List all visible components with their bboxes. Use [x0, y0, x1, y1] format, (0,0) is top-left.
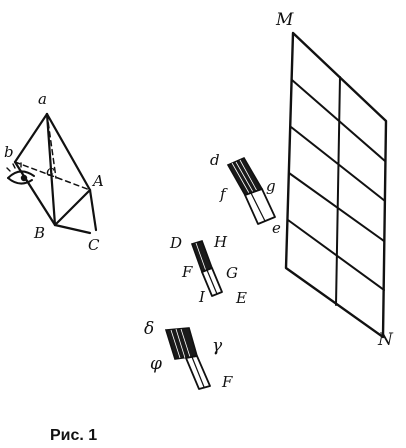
- label-A: A: [91, 172, 104, 190]
- strip-bottom: [164, 327, 211, 390]
- label-b: b: [4, 143, 14, 161]
- label-B: B: [33, 224, 45, 242]
- label-E: E: [235, 289, 247, 307]
- label-C: C: [88, 236, 100, 254]
- label-phi: φ: [150, 354, 162, 374]
- label-g: g: [266, 177, 276, 195]
- label-N: N: [377, 330, 394, 350]
- label-M: M: [275, 10, 294, 30]
- label-gamma: γ: [212, 336, 223, 356]
- label-d: d: [210, 151, 220, 169]
- screen-grid: [284, 31, 388, 339]
- strip-middle: [190, 240, 223, 297]
- label-delta: δ: [144, 319, 154, 339]
- label-a: a: [38, 90, 47, 108]
- label-D: D: [169, 234, 182, 252]
- label-F-mid: F: [181, 263, 193, 281]
- label-c: c: [46, 162, 55, 180]
- label-H: H: [213, 233, 228, 251]
- label-e: e: [272, 219, 281, 237]
- label-I: I: [198, 288, 206, 306]
- prism: [13, 112, 98, 235]
- label-F-bottom: F: [221, 373, 233, 391]
- label-f: f: [219, 185, 228, 203]
- label-G: G: [226, 264, 238, 282]
- eye-icon: [6, 162, 35, 185]
- strip-top: [226, 156, 276, 225]
- figure-caption: Рис. 1: [50, 427, 97, 444]
